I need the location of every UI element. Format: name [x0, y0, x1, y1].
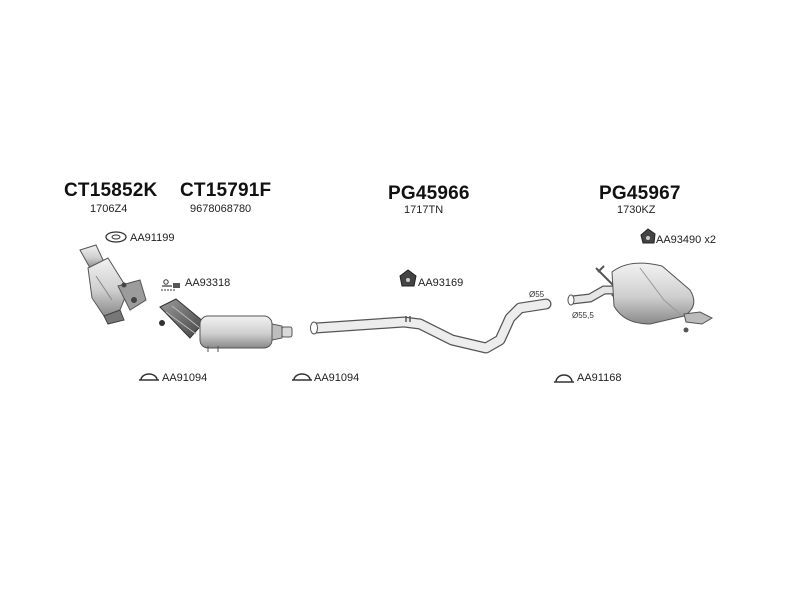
rubber-mount-icon-right[interactable] [640, 228, 656, 244]
gasket-icon[interactable] [105, 231, 127, 243]
part-code-dpf[interactable]: CT15791F [180, 180, 272, 201]
label-clamp-left-2[interactable]: AA91094 [314, 372, 360, 384]
rubber-mount-icon[interactable] [399, 269, 417, 287]
label-rubber-mount-mid[interactable]: AA93169 [418, 277, 464, 289]
part-code-middle-pipe[interactable]: PG45966 [388, 183, 470, 204]
part-ref-catalyst: 1706Z4 [90, 203, 128, 215]
clamp-icon-left-2[interactable] [292, 373, 312, 381]
dimension-diameter-55-5: Ø55,5 [572, 311, 594, 320]
label-clamp-left-1[interactable]: AA91094 [162, 372, 208, 384]
part-ref-middle-pipe: 1717TN [404, 204, 444, 216]
label-rubber-mount-right[interactable]: AA93490 x2 [656, 234, 716, 246]
bolt-kit-icon[interactable] [161, 279, 180, 291]
middle-pipe-drawing[interactable] [310, 298, 552, 354]
part-ref-dpf: 9678068780 [190, 203, 252, 215]
rear-silencer-drawing[interactable] [567, 262, 714, 333]
clamp-icon-right[interactable] [554, 374, 574, 383]
label-clamp-right[interactable]: AA91168 [577, 372, 622, 384]
part-code-catalyst[interactable]: CT15852K [64, 180, 158, 201]
part-ref-rear-silencer: 1730KZ [617, 204, 656, 216]
dpf-drawing[interactable] [159, 298, 293, 352]
clamp-icon-left-1[interactable] [139, 373, 159, 381]
label-gasket-top[interactable]: AA91199 [130, 232, 175, 244]
catalyst-drawing[interactable] [79, 244, 147, 325]
dimension-diameter-55: Ø55 [529, 290, 545, 299]
part-code-rear-silencer[interactable]: PG45967 [599, 183, 681, 204]
label-bolt-kit[interactable]: AA93318 [185, 277, 231, 289]
